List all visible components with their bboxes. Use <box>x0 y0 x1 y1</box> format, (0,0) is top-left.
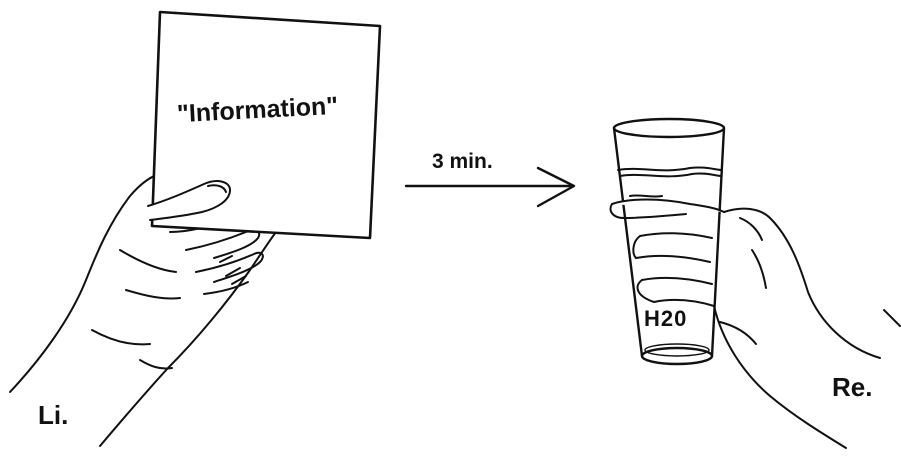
right-hand-label: Re. <box>832 372 872 403</box>
left-hand-label: Li. <box>38 400 68 431</box>
glass-label: H20 <box>644 306 687 332</box>
arrow-label: 3 min. <box>432 150 493 174</box>
